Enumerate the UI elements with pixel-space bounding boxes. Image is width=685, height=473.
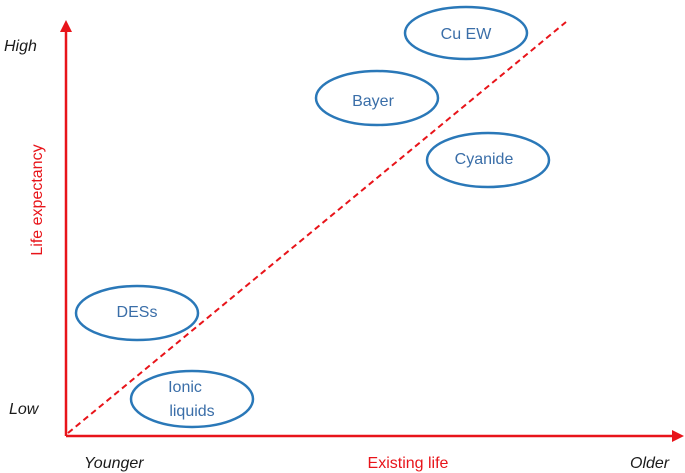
bubble-label-liquids: liquids	[169, 403, 214, 420]
trend-line	[67, 21, 567, 434]
y-high-label: High	[4, 38, 37, 55]
bubble-outline	[403, 5, 529, 61]
bubble-label-cu-ew: Cu EW	[441, 26, 493, 43]
bubble-label-cyanide: Cyanide	[455, 151, 514, 168]
bubble-outline	[314, 69, 440, 127]
bubble-label-des: DESs	[117, 304, 158, 321]
bubble-outline	[74, 284, 200, 342]
bubble-label-ionic: Ionic	[168, 379, 202, 396]
bubble-ionic-liquids: Ionic liquids	[129, 369, 255, 429]
x-high-label: Older	[630, 455, 670, 472]
bubble-des: DESs	[74, 284, 200, 342]
x-axis-arrow	[672, 430, 684, 442]
x-axis-title: Existing life	[368, 455, 449, 472]
bubble-outline	[129, 369, 255, 429]
bubble-label-bayer: Bayer	[352, 93, 394, 110]
y-low-label: Low	[9, 401, 40, 418]
y-axis-title: Life expectancy	[29, 144, 46, 255]
y-axis-arrow	[60, 20, 72, 32]
bubble-cyanide: Cyanide	[425, 131, 551, 189]
bubble-cu-ew: Cu EW	[403, 5, 529, 61]
x-low-label: Younger	[84, 455, 144, 472]
bubble-outline	[425, 131, 551, 189]
bubble-bayer: Bayer	[314, 69, 440, 127]
